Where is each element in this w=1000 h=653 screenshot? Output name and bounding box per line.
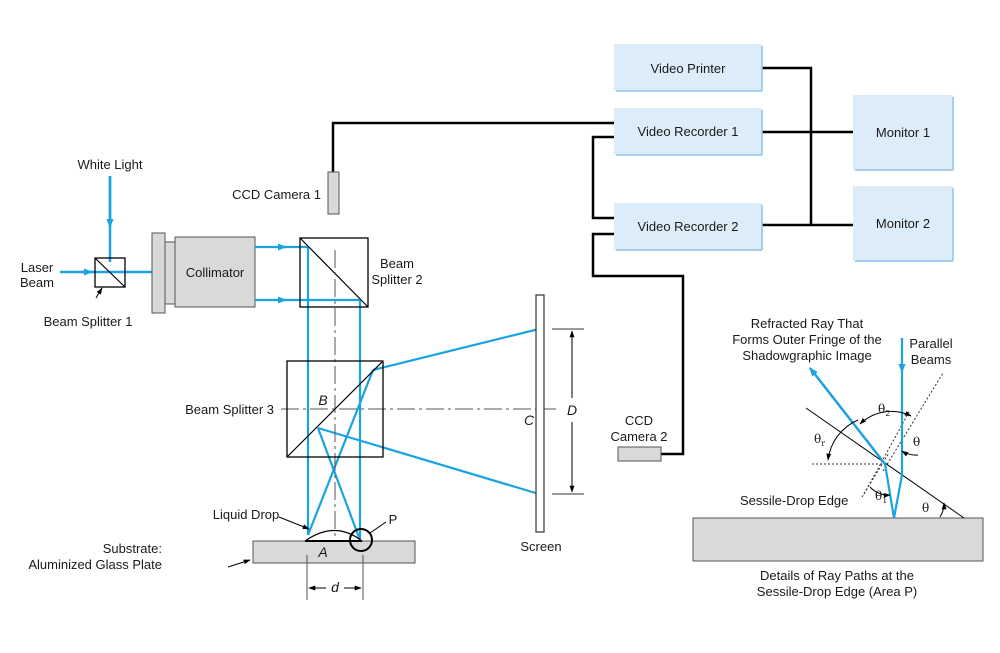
video-recorder-2-label: Video Recorder 2 [638, 219, 739, 234]
screen-label: Screen [520, 539, 561, 554]
caption-line1: Details of Ray Paths at the [760, 568, 914, 583]
ccd-camera-1: CCD Camera 1 [232, 171, 340, 215]
wire-ccd2-to-recorder2 [591, 232, 685, 456]
theta-2-label: θ2 [878, 402, 890, 418]
video-recorder-1: Video Recorder 1 [614, 108, 763, 156]
refracted-ray-label-line3: Shadowgraphic Image [742, 348, 871, 363]
video-printer-label: Video Printer [651, 61, 727, 76]
beam-splitter-2: Beam Splitter 2 [299, 237, 423, 308]
parallel-beams-label-line1: Parallel [909, 336, 952, 351]
dimension-d-small: d [306, 555, 364, 600]
point-a-label: A [317, 544, 327, 560]
liquid-drop: Liquid Drop A [213, 507, 363, 560]
refracted-ray-label-line2: Forms Outer Fringe of the [732, 332, 882, 347]
wire-recorder1-to-recorder2 [591, 135, 614, 220]
white-light-source: White Light [77, 157, 143, 262]
theta-1-label: θ1 [875, 489, 887, 505]
area-p-marker: P [349, 512, 398, 552]
video-recorder-1-label: Video Recorder 1 [638, 124, 739, 139]
monitor-1-label: Monitor 1 [876, 125, 930, 140]
ccd-camera-1-label: CCD Camera 1 [232, 187, 321, 202]
signal-wires [331, 66, 853, 456]
theta-label-lower: θ [922, 501, 929, 515]
dimension-d-label: d [331, 579, 340, 595]
ccd-camera-2-label-line2: Camera 2 [610, 429, 667, 444]
ccd-camera-2: CCD Camera 2 [610, 413, 668, 462]
wire-ccd1-to-recorder1 [331, 121, 614, 172]
dimension-big-d-label: D [567, 402, 577, 418]
video-recorder-2: Video Recorder 2 [614, 203, 763, 251]
collimator-label: Collimator [186, 265, 245, 280]
beam-splitter-1: Beam Splitter 1 [44, 257, 133, 329]
substrate: Substrate: Aluminized Glass Plate [28, 540, 416, 572]
theta-r-label: θr [814, 432, 825, 448]
laser-beam-label-line1: Laser [21, 260, 54, 275]
light-beams [255, 243, 540, 541]
parallel-beams-label-line2: Beams [911, 352, 952, 367]
beam-splitter-1-label: Beam Splitter 1 [44, 314, 133, 329]
substrate-label-line2: Aluminized Glass Plate [28, 557, 162, 572]
dimension-d-large: D [552, 328, 584, 495]
point-c-label: C [524, 412, 535, 428]
area-p-label: P [389, 512, 398, 527]
laser-beam-label-line2: Beam [20, 275, 54, 290]
monitor-1: Monitor 1 [853, 95, 954, 171]
sessile-drop-edge-label: Sessile-Drop Edge [740, 493, 848, 508]
liquid-drop-label: Liquid Drop [213, 507, 280, 522]
point-b-label: B [318, 392, 327, 408]
collimator: Collimator [151, 232, 256, 314]
refracted-ray-label-line1: Refracted Ray That [751, 316, 864, 331]
beam-splitter-2-label-line2: Splitter 2 [371, 272, 422, 287]
substrate-label-line1: Substrate: [103, 541, 162, 556]
wire-printer-bus [762, 66, 813, 225]
caption-line2: Sessile-Drop Edge (Area P) [757, 584, 917, 599]
video-printer: Video Printer [614, 44, 763, 92]
laser-beam-source: Laser Beam [20, 260, 152, 290]
beam-splitter-2-label-line1: Beam [380, 256, 414, 271]
beam-splitter-3-label: Beam Splitter 3 [185, 402, 274, 417]
white-light-label: White Light [77, 157, 142, 172]
theta-label-upper: θ [913, 435, 920, 449]
ccd-camera-2-label-line1: CCD [625, 413, 653, 428]
monitor-2: Monitor 2 [853, 186, 954, 262]
beam-splitter-3: Beam Splitter 3 B [185, 360, 384, 458]
screen: Screen C [520, 294, 562, 554]
detail-inset: Sessile-Drop Edge Details of Ray Paths a… [692, 316, 984, 599]
monitor-2-label: Monitor 2 [876, 216, 930, 231]
